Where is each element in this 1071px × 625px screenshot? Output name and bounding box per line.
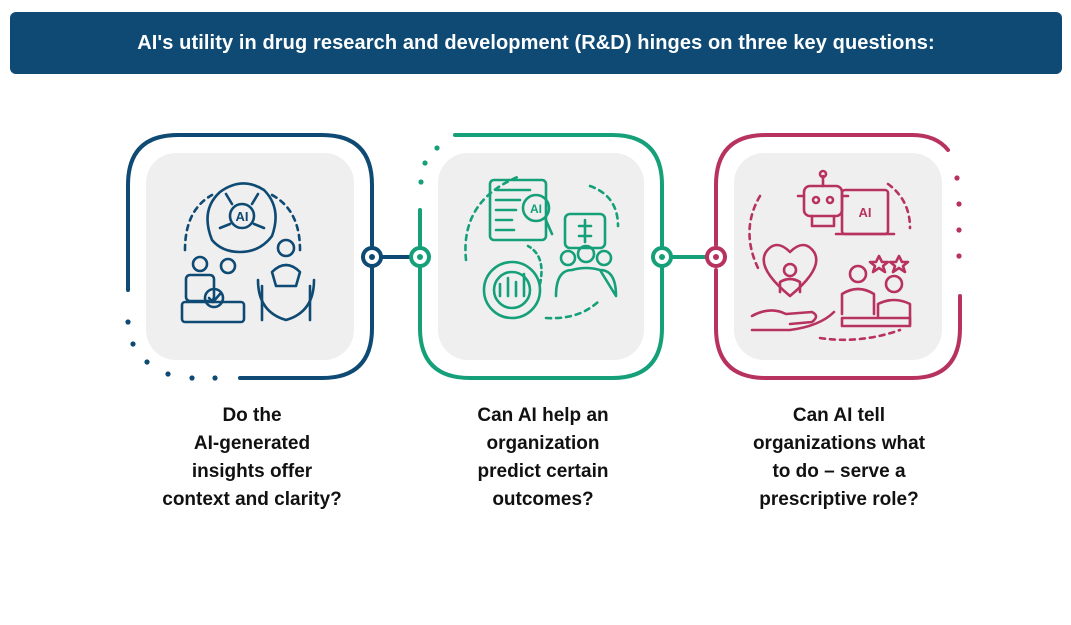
ai-brain-team-icon [180,182,316,324]
question-line: Can AI tell [792,405,886,426]
step-1-frame [126,133,374,380]
header-banner: AI's utility in drug research and develo… [10,12,1062,74]
step-2: AI [409,133,673,380]
question-line: organizations what [752,433,926,454]
step-1-question: Do the AI-generated insights offer conte… [132,402,372,514]
ai-robot-prescriptive-icon [748,169,912,342]
question-line: insights offer [191,461,313,482]
ai-analytics-prediction-icon [464,174,620,320]
header-title: AI's utility in drug research and develo… [137,31,935,54]
question-line: AI-generated [193,433,311,454]
step-1-dots [125,319,218,381]
question-line: outcomes? [492,489,594,510]
question-line: context and clarity? [162,489,342,510]
question-line: to do – serve a [772,461,906,482]
step-2-frame [418,133,664,380]
step-3-frame-lower [714,268,962,380]
step-2-question: Can AI help an organization predict cert… [423,402,663,514]
step-3-tile [734,153,942,360]
step-2-dots [418,145,440,185]
step-3-frame [714,133,950,247]
question-line: prescriptive role? [759,489,919,510]
step-3-dots [954,175,962,259]
question-line: organization [486,433,600,454]
question-line: predict certain [477,461,609,482]
step-2-tile [438,153,644,360]
step-3-question: Can AI tell organizations what to do – s… [719,402,959,514]
question-line: Do the [222,405,282,426]
question-line: Can AI help an [477,405,609,426]
step-1-tile [146,153,354,360]
step-1: AI [125,133,383,381]
step-2-icon-label: AI [530,202,542,216]
step-3-icon-label: AI [859,205,872,220]
step-3: AI [705,133,962,380]
step-1-icon-label: AI [236,209,249,224]
